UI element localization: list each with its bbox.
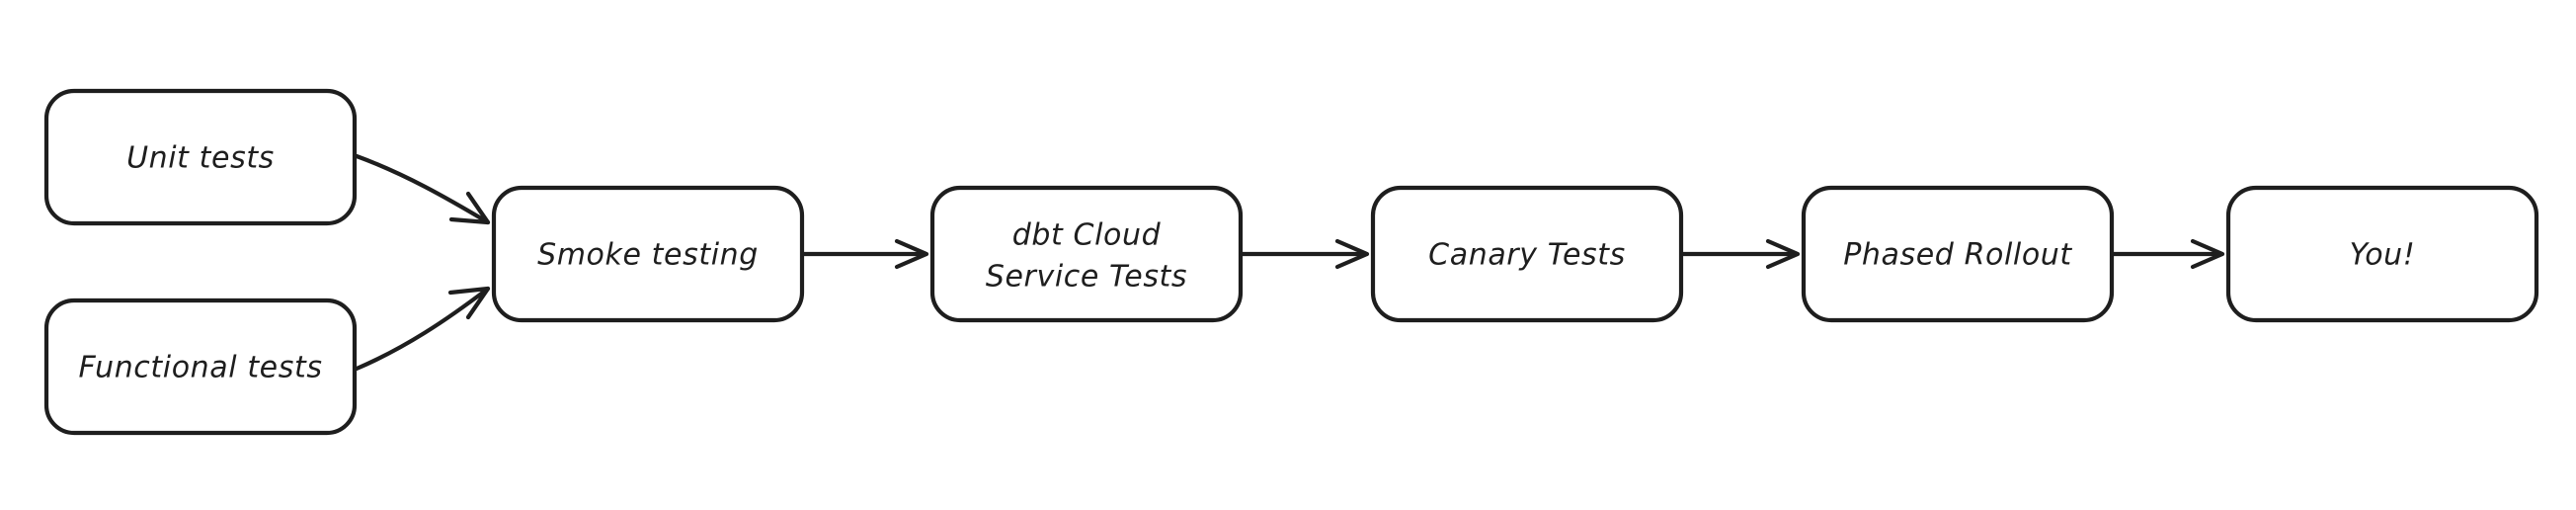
edge-functional-tests-to-smoke-testing[interactable] xyxy=(354,286,491,372)
node-canary-tests[interactable]: Canary Tests xyxy=(1370,185,1684,323)
arrowhead-icon xyxy=(894,238,929,270)
node-shape-canary-tests xyxy=(1370,185,1684,323)
edges-layer xyxy=(354,153,2225,372)
node-smoke-testing[interactable]: Smoke testing xyxy=(491,185,805,323)
arrowhead-icon xyxy=(447,286,491,320)
node-unit-tests[interactable]: Unit tests xyxy=(43,88,358,226)
node-dbt-cloud-service-tests[interactable]: dbt Cloud Service Tests xyxy=(929,185,1244,323)
node-shape-smoke-testing xyxy=(491,185,805,323)
node-label-dbt-cloud-line-2: Service Tests xyxy=(986,260,1187,295)
node-shape-dbt-cloud-service-tests xyxy=(929,185,1244,323)
node-shape-phased-rollout xyxy=(1801,185,2115,323)
node-label-canary-tests: Canary Tests xyxy=(1428,238,1626,273)
node-label-you: You! xyxy=(2350,238,2416,273)
nodes-layer: Unit tests Functional tests Smoke testin… xyxy=(43,88,2539,436)
node-label-functional-tests: Functional tests xyxy=(78,351,322,385)
arrowhead-icon xyxy=(2190,238,2225,270)
node-phased-rollout[interactable]: Phased Rollout xyxy=(1801,185,2115,323)
edge-line xyxy=(354,286,491,372)
edge-smoke-testing-to-dbt-cloud-service-tests[interactable] xyxy=(801,238,929,270)
arrowhead-icon xyxy=(1765,238,1801,270)
node-shape-unit-tests xyxy=(43,88,358,226)
edge-canary-tests-to-phased-rollout[interactable] xyxy=(1680,238,1801,270)
edge-unit-tests-to-smoke-testing[interactable] xyxy=(354,153,491,225)
edge-phased-rollout-to-you[interactable] xyxy=(2111,238,2225,270)
node-shape-you xyxy=(2225,185,2539,323)
edge-dbt-cloud-service-tests-to-canary-tests[interactable] xyxy=(1240,238,1370,270)
node-label-unit-tests: Unit tests xyxy=(126,141,275,176)
node-label-dbt-cloud-line-1: dbt Cloud xyxy=(1012,218,1162,253)
arrowhead-icon xyxy=(448,191,491,225)
arrowhead-icon xyxy=(1334,238,1370,270)
node-you[interactable]: You! xyxy=(2225,185,2539,323)
node-functional-tests[interactable]: Functional tests xyxy=(43,298,358,436)
node-label-phased-rollout: Phased Rollout xyxy=(1843,238,2072,273)
edge-line xyxy=(354,153,491,225)
node-label-smoke-testing: Smoke testing xyxy=(537,238,759,273)
node-shape-functional-tests xyxy=(43,298,358,436)
